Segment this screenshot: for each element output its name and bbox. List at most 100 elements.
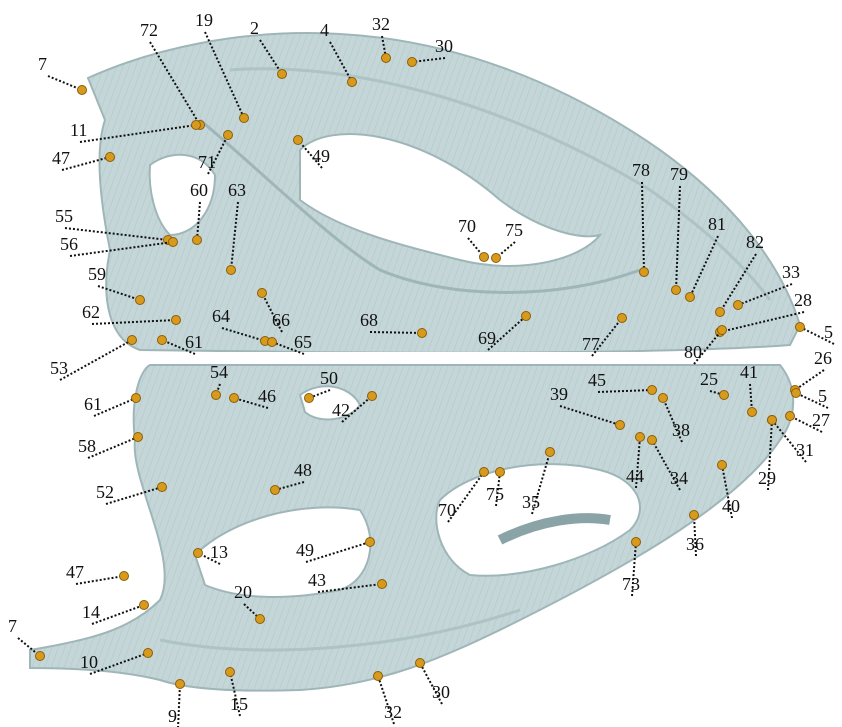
- landmark-dot: [134, 433, 143, 442]
- landmark-label: 46: [258, 386, 276, 406]
- landmark-label: 9: [168, 706, 177, 726]
- landmark-label: 58: [78, 436, 96, 456]
- landmark-dot: [226, 668, 235, 677]
- landmark-dot: [659, 394, 668, 403]
- landmark-dot: [258, 289, 267, 298]
- landmark-label: 54: [210, 362, 228, 382]
- ventral-skull-outline: [30, 365, 793, 691]
- landmark-label: 39: [550, 384, 568, 404]
- landmark-label: 47: [66, 562, 84, 582]
- landmark-label: 41: [740, 362, 758, 382]
- landmark-label: 2: [250, 18, 259, 38]
- landmark-label: 62: [82, 302, 100, 322]
- landmark-label: 40: [722, 496, 740, 516]
- landmark-dot: [136, 296, 145, 305]
- landmark-dot: [792, 389, 801, 398]
- landmark-dot: [271, 486, 280, 495]
- landmark-dot: [636, 433, 645, 442]
- landmark-label: 15: [230, 694, 248, 714]
- landmark-dot: [212, 391, 221, 400]
- landmark-label: 79: [670, 164, 688, 184]
- landmark-label: 53: [50, 358, 68, 378]
- landmark-label: 20: [234, 582, 252, 602]
- landmark-dot: [480, 253, 489, 262]
- landmark-dot: [492, 254, 501, 263]
- landmark-label: 25: [700, 369, 718, 389]
- landmark-dot: [194, 549, 203, 558]
- landmark-dot: [690, 511, 699, 520]
- landmark-dot: [720, 391, 729, 400]
- landmark-27: 27: [786, 410, 831, 432]
- landmark-dot: [768, 416, 777, 425]
- leader-line: [48, 76, 82, 90]
- landmark-dot: [408, 58, 417, 67]
- landmark-label: 71: [198, 152, 216, 172]
- landmark-label: 47: [52, 148, 70, 168]
- landmark-dot: [144, 649, 153, 658]
- landmark-dot: [374, 672, 383, 681]
- landmark-dot: [686, 293, 695, 302]
- landmark-61: 61: [84, 394, 141, 417]
- landmark-dot: [192, 121, 201, 130]
- landmark-9: 9: [168, 680, 185, 727]
- landmark-dot: [176, 680, 185, 689]
- landmark-label: 33: [782, 262, 800, 282]
- landmark-label: 73: [622, 574, 640, 594]
- landmark-dot: [294, 136, 303, 145]
- landmark-label: 32: [372, 14, 390, 34]
- landmark-label: 30: [435, 36, 453, 56]
- landmark-dot: [716, 308, 725, 317]
- landmark-dot: [278, 70, 287, 79]
- landmark-label: 5: [824, 322, 833, 342]
- landmark-dot: [132, 394, 141, 403]
- leader-line: [178, 684, 180, 727]
- landmark-label: 31: [796, 440, 814, 460]
- landmark-dot: [616, 421, 625, 430]
- landmark-dot: [172, 316, 181, 325]
- landmark-label: 66: [272, 310, 290, 330]
- landmark-dot: [36, 652, 45, 661]
- landmark-dot: [227, 266, 236, 275]
- landmark-dot: [648, 386, 657, 395]
- landmark-label: 44: [626, 466, 644, 486]
- landmark-label: 72: [140, 20, 158, 40]
- landmark-label: 7: [8, 616, 17, 636]
- landmark-label: 36: [686, 534, 704, 554]
- landmark-label: 7: [38, 54, 47, 74]
- landmark-dot: [718, 461, 727, 470]
- landmark-label: 65: [294, 332, 312, 352]
- landmark-label: 48: [294, 460, 312, 480]
- landmark-dot: [120, 572, 129, 581]
- landmark-dot: [496, 468, 505, 477]
- landmark-dot: [382, 54, 391, 63]
- landmark-label: 13: [210, 542, 228, 562]
- landmark-label: 38: [672, 420, 690, 440]
- landmark-label: 80: [684, 342, 702, 362]
- landmark-label: 70: [438, 500, 456, 520]
- landmark-dot: [546, 448, 555, 457]
- landmark-dot: [224, 131, 233, 140]
- landmark-dot: [106, 153, 115, 162]
- landmark-label: 5: [818, 386, 827, 406]
- landmark-dot: [193, 236, 202, 245]
- landmark-label: 77: [582, 334, 600, 354]
- landmark-7: 7: [38, 54, 87, 95]
- landmark-32: 32: [374, 672, 403, 725]
- landmark-label: 28: [794, 290, 812, 310]
- landmark-30: 30: [416, 659, 451, 705]
- landmark-label: 70: [458, 216, 476, 236]
- landmark-label: 59: [88, 264, 106, 284]
- landmark-dot: [305, 394, 314, 403]
- landmark-label: 43: [308, 570, 326, 590]
- landmark-dot: [140, 601, 149, 610]
- landmark-label: 69: [478, 328, 496, 348]
- landmark-dot: [416, 659, 425, 668]
- landmark-label: 45: [588, 370, 606, 390]
- landmark-dot: [786, 412, 795, 421]
- landmark-label: 27: [812, 410, 830, 430]
- ventral-skull-view: [30, 365, 793, 691]
- landmark-58: 58: [78, 433, 143, 459]
- landmark-label: 78: [632, 160, 650, 180]
- landmark-dot: [618, 314, 627, 323]
